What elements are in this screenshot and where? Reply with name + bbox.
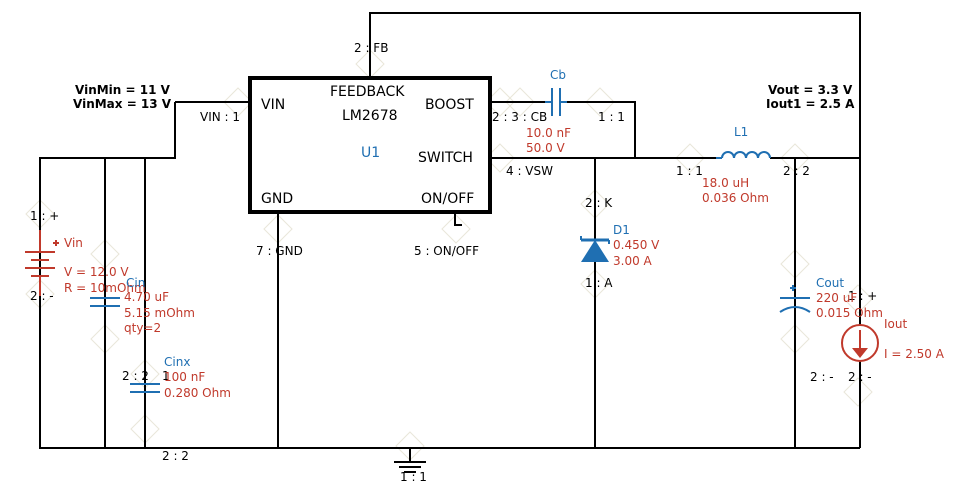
- net-vin-plus: 1 : +: [30, 209, 59, 223]
- vin-resistance: R = 10mOhm: [64, 281, 146, 295]
- cout-esr: 0.015 Ohm: [816, 306, 883, 320]
- net-d1-k: 2 : K: [585, 196, 613, 210]
- net-vin: VIN : 1: [200, 110, 240, 124]
- cout-capacitor-symbol[interactable]: [779, 285, 811, 313]
- d1-current: 3.00 A: [613, 254, 653, 268]
- iout-ref: Iout: [884, 317, 907, 331]
- ground-symbol: [394, 461, 426, 473]
- net-onoff: 5 : ON/OFF: [414, 244, 479, 258]
- net-cinx-right: 1: [162, 369, 170, 383]
- net-l1-left: 1 : 1: [676, 164, 703, 178]
- net-fb: 2 : FB: [354, 41, 388, 55]
- iout-current: I = 2.50 A: [884, 347, 945, 361]
- net-cb-right: 1 : 1: [598, 110, 625, 124]
- vout-label: Vout = 3.3 V: [768, 83, 853, 97]
- ic-pin-gnd: GND: [261, 191, 293, 207]
- l1-inductance: 18.0 uH: [702, 176, 749, 190]
- lm2678-ic-body[interactable]: [248, 76, 492, 214]
- cin-esr: 5.15 mOhm: [124, 306, 195, 320]
- ic-pin-switch: SWITCH: [418, 150, 473, 166]
- net-cinx-left: 2 : 2: [122, 369, 149, 383]
- vin-max-label: VinMax = 13 V: [73, 97, 172, 111]
- net-cb: 2 : 3 : CB: [492, 110, 547, 124]
- iout-current-source-symbol[interactable]: [841, 324, 879, 362]
- cin-capacitance: 4.70 uF: [124, 290, 169, 304]
- cout-ref: Cout: [816, 276, 844, 290]
- net-vsw: 4 : VSW: [506, 164, 553, 178]
- cb-ref: Cb: [550, 68, 566, 82]
- ic-pin-feedback: FEEDBACK: [330, 84, 405, 100]
- net-iout-minus: 2 : -: [848, 370, 872, 384]
- ic-pin-vin: VIN: [261, 97, 285, 113]
- net-bottom: 2 : 2: [162, 449, 189, 463]
- cinx-ref: Cinx: [164, 355, 190, 369]
- l1-resistance: 0.036 Ohm: [702, 191, 769, 205]
- vin-voltage: V = 12.0 V: [64, 265, 129, 279]
- cb-voltage: 50.0 V: [526, 141, 566, 155]
- cinx-capacitor-symbol[interactable]: [130, 383, 160, 393]
- net-ground: 1 : 1: [400, 470, 427, 484]
- cb-capacitance: 10.0 nF: [526, 126, 571, 140]
- cin-qty: qty=2: [124, 321, 161, 335]
- d1-ref: D1: [613, 223, 630, 237]
- net-gnd: 7 : GND: [256, 244, 303, 258]
- net-cout-plus: 1 : +: [848, 289, 877, 303]
- ic-pin-boost: BOOST: [425, 97, 474, 113]
- net-vin-minus: 2 : -: [30, 289, 54, 303]
- cb-capacitor-symbol[interactable]: [545, 88, 567, 116]
- net-d1-a: 1 : A: [585, 276, 613, 290]
- cout-capacitance: 220 uF: [816, 291, 857, 305]
- net-l1-right: 2 : 2: [783, 164, 810, 178]
- l1-inductor-symbol[interactable]: [716, 151, 771, 159]
- wires: [39, 12, 861, 462]
- l1-ref: L1: [734, 125, 748, 139]
- net-cout-minus: 2 : -: [810, 370, 834, 384]
- vin-source-symbol[interactable]: [25, 230, 59, 296]
- ic-pin-onoff: ON/OFF: [421, 191, 474, 207]
- cinx-capacitance: 100 nF: [164, 370, 205, 384]
- d1-diode-symbol[interactable]: [580, 236, 610, 262]
- cin-ref: Cin: [126, 276, 145, 290]
- cinx-esr: 0.280 Ohm: [164, 386, 231, 400]
- cin-capacitor-symbol[interactable]: [90, 297, 120, 307]
- vin-min-label: VinMin = 11 V: [75, 83, 171, 97]
- ic-part-number: LM2678: [342, 108, 398, 124]
- iout1-label: Iout1 = 2.5 A: [766, 97, 855, 111]
- ic-ref: U1: [361, 145, 380, 161]
- d1-forward-voltage: 0.450 V: [613, 238, 660, 252]
- vin-ref: Vin: [64, 236, 83, 250]
